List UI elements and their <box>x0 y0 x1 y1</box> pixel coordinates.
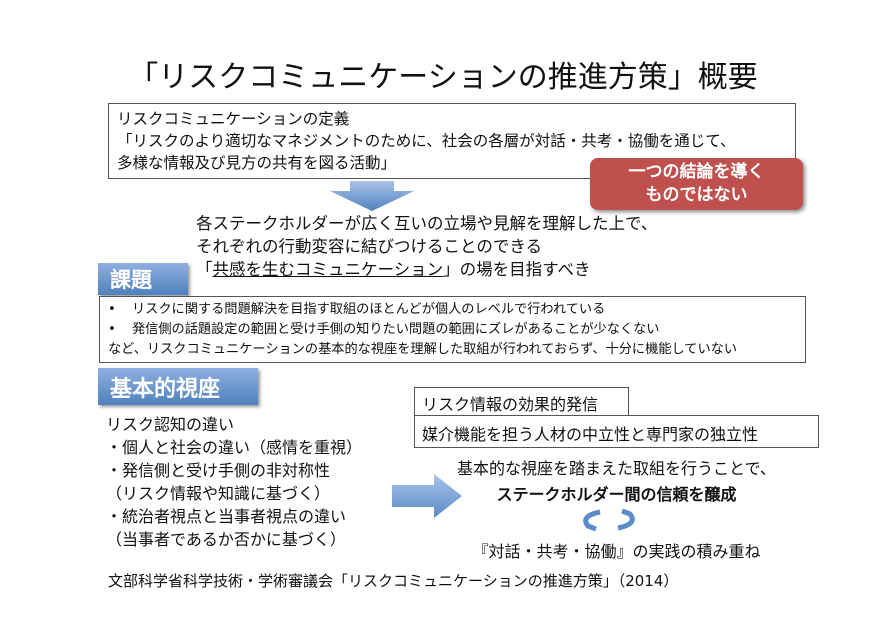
issue-bullet2: •発信側の話題設定の範囲と受け手側の知りたい問題の範囲にズレがあることが少なくな… <box>108 322 660 337</box>
issues-label: 課題 <box>98 263 188 295</box>
empathy-emphasis: 共感を生むコミュニケーション <box>212 260 444 279</box>
viewpoint-line: （当事者であるか否かに基づく） <box>106 530 346 549</box>
definition-box: リスクコミュニケーションの定義 「リスクのより適切なマネジメントのために、社会の… <box>108 103 796 179</box>
issue-summary: など、リスクコミュニケーションの基本的な視座を理解した取組が行われておらず、十分… <box>108 342 738 357</box>
viewpoint-line: ・個人と社会の違い（感情を重視） <box>106 438 363 457</box>
definition-line1: 「リスクのより適切なマネジメントのために、社会の各層が対話・共考・協働を通じて、 <box>117 132 736 150</box>
viewpoint-line: ・発信側と受け手側の非対称性 <box>106 461 331 480</box>
mediation-box: 媒介機能を担う人材の中立性と専門家の独立性 <box>414 415 819 448</box>
trust-text2: ステークホルダー間の信頼を醸成 <box>496 485 737 504</box>
source-footer: 文部科学省科学技術・学術審議会「リスクコミュニケーションの推進方策」（2014） <box>108 572 679 590</box>
issue-bullet1: •リスクに関する問題解決を目指す取組のほとんどが個人のレベルで行われている <box>108 302 606 317</box>
callout-line1: 一つの結論を導く <box>628 162 765 182</box>
callout-line2: ものではない <box>645 185 748 205</box>
cycle-arrows-icon <box>583 508 635 532</box>
goal-line2: それぞれの行動変容に結びつけることのできる <box>196 237 543 256</box>
trust-text1: 基本的な視座を踏まえた取組を行うことで、 <box>457 459 776 478</box>
goal-line3-rest: 」の場を目指すべき <box>443 260 591 279</box>
right-arrow-icon <box>392 474 462 518</box>
viewpoint-line: リスク認知の違い <box>106 415 235 434</box>
viewpoint-line: ・統治者視点と当事者視点の違い <box>106 507 347 526</box>
goal-line3: 「共感を生むコミュニケーション」の場を目指すべき <box>196 258 657 281</box>
viewpoint-list: リスク認知の違い ・個人と社会の違い（感情を重視） ・発信側と受け手側の非対称性… <box>106 413 362 551</box>
callout-badge: 一つの結論を導く ものではない <box>590 158 803 210</box>
viewpoint-line: （リスク情報や知識に基づく） <box>106 484 331 503</box>
effective-info-box: リスク情報の効果的発信 <box>414 387 629 416</box>
trust-text3: 『対話・共考・協働』の実践の積み重ね <box>472 542 761 561</box>
issues-box: •リスクに関する問題解決を目指す取組のほとんどが個人のレベルで行われている •発… <box>99 296 806 363</box>
viewpoint-label: 基本的視座 <box>98 368 258 405</box>
definition-heading: リスクコミュニケーションの定義 <box>117 110 350 128</box>
goal-text: 各ステークホルダーが広く互いの立場や見解を理解した上で、 それぞれの行動変容に結… <box>196 212 657 281</box>
down-arrow-icon <box>330 181 414 211</box>
page-title: 「リスクコミュニケーションの推進方策」概要 <box>128 60 758 95</box>
bracket: 「 <box>196 260 213 279</box>
goal-line1: 各ステークホルダーが広く互いの立場や見解を理解した上で、 <box>196 214 658 233</box>
definition-line2: 多様な情報及び見方の共有を図る活動」 <box>117 154 397 172</box>
